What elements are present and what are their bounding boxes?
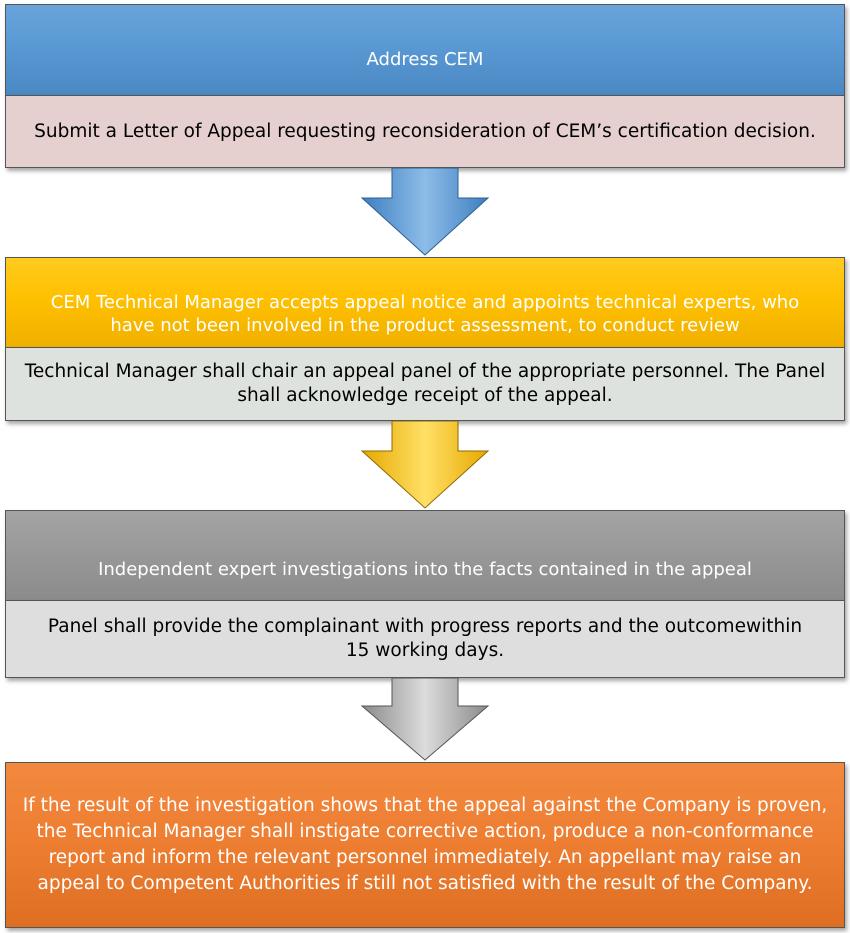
step-2-header-text: CEM Technical Manager accepts appeal not… — [50, 291, 800, 336]
step-1-detail: Submit a Letter of Appeal requesting rec… — [5, 95, 845, 168]
step-3-header: Independent expert investigations into t… — [5, 510, 845, 600]
down-arrow-icon — [360, 168, 490, 256]
step-4-outcome: If the result of the investigation shows… — [5, 762, 845, 928]
step-3-detail: Panel shall provide the complainant with… — [5, 600, 845, 678]
step-1-header-text: Address CEM — [366, 48, 484, 70]
step-2-detail: Technical Manager shall chair an appeal … — [5, 347, 845, 421]
step-1-header: Address CEM — [5, 4, 845, 95]
step-2-detail-text: Technical Manager shall chair an appeal … — [24, 361, 826, 406]
step-3-detail-text: Panel shall provide the complainant with… — [47, 616, 803, 661]
down-arrow-icon — [360, 421, 490, 509]
step-4-outcome-text: If the result of the investigation shows… — [22, 795, 828, 894]
step-1-detail-text: Submit a Letter of Appeal requesting rec… — [34, 120, 816, 142]
down-arrow-icon — [360, 678, 490, 761]
step-2-header: CEM Technical Manager accepts appeal not… — [5, 257, 845, 347]
step-3-header-text: Independent expert investigations into t… — [98, 559, 752, 580]
